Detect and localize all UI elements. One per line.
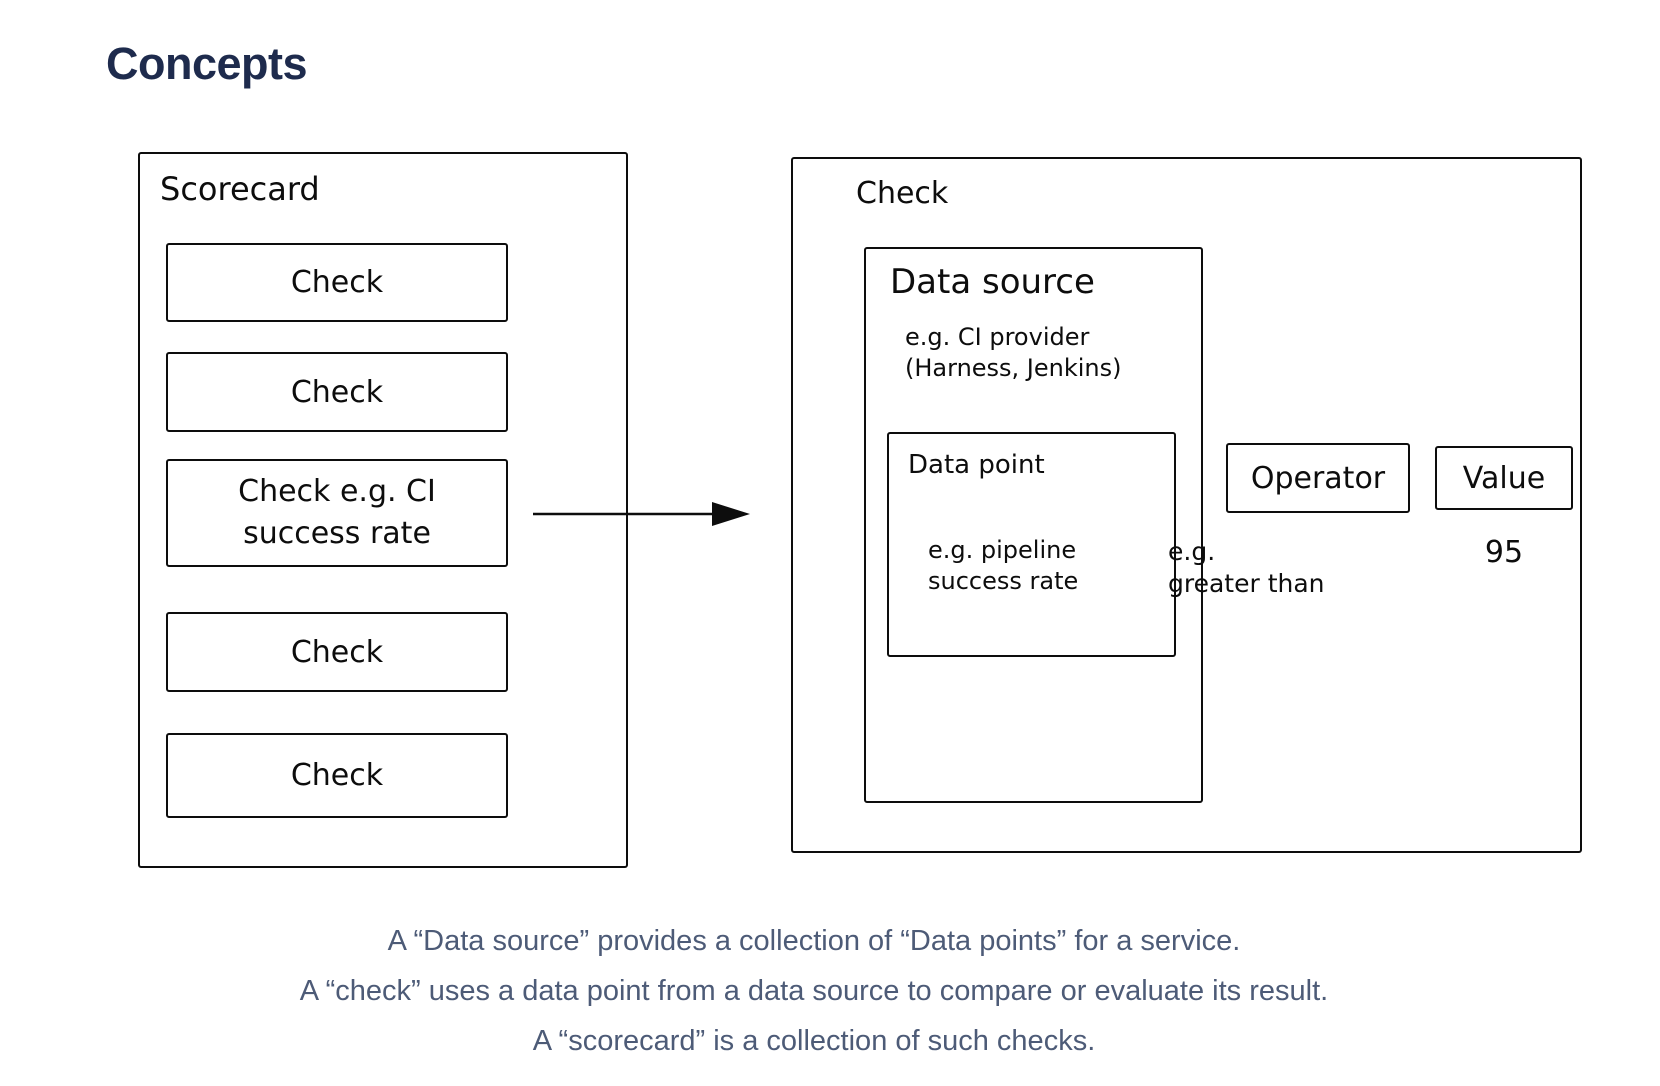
data-source-box xyxy=(864,247,1203,803)
data-point-label: Data point xyxy=(908,450,1045,480)
data-source-label: Data source xyxy=(890,262,1095,302)
caption-line: A “Data source” provides a collection of… xyxy=(387,925,1241,957)
flow-arrow xyxy=(533,502,750,526)
value-example: 95 xyxy=(1484,535,1524,570)
check-item-label: Check e.g. CI success rate xyxy=(238,474,436,551)
operator-label: Operator xyxy=(1250,460,1386,496)
check-detail-label: Check xyxy=(856,176,949,211)
check-item-label: Check xyxy=(290,758,384,793)
scorecard-label: Scorecard xyxy=(160,170,320,208)
caption-block: A “Data source” provides a collection of… xyxy=(0,916,1628,1066)
data-point-example: e.g. pipeline success rate xyxy=(928,536,1079,595)
check-item-label: Check xyxy=(290,634,384,670)
check-item-label: Check xyxy=(290,374,384,410)
data-point-box xyxy=(887,432,1176,657)
check-item-label: Check xyxy=(290,265,384,300)
caption-line: A “check” uses a data point from a data … xyxy=(299,975,1329,1007)
scorecard-check-item-ci-success-rate: Check e.g. CI success rate xyxy=(166,459,508,567)
caption-line: A “scorecard” is a collection of such ch… xyxy=(532,1025,1096,1057)
scorecard-check-item: Check xyxy=(166,243,508,322)
scorecard-check-item: Check xyxy=(166,733,508,818)
operator-example: e.g. greater than xyxy=(1168,537,1325,598)
data-source-example: e.g. CI provider (Harness, Jenkins) xyxy=(905,323,1122,382)
value-box: Value xyxy=(1435,446,1573,510)
scorecard-box xyxy=(138,152,628,868)
value-label: Value xyxy=(1462,460,1546,496)
scorecard-check-item: Check xyxy=(166,612,508,692)
scorecard-check-item: Check xyxy=(166,352,508,432)
check-detail-box xyxy=(791,157,1582,853)
page-title: Concepts xyxy=(106,38,308,90)
operator-box: Operator xyxy=(1226,443,1410,513)
